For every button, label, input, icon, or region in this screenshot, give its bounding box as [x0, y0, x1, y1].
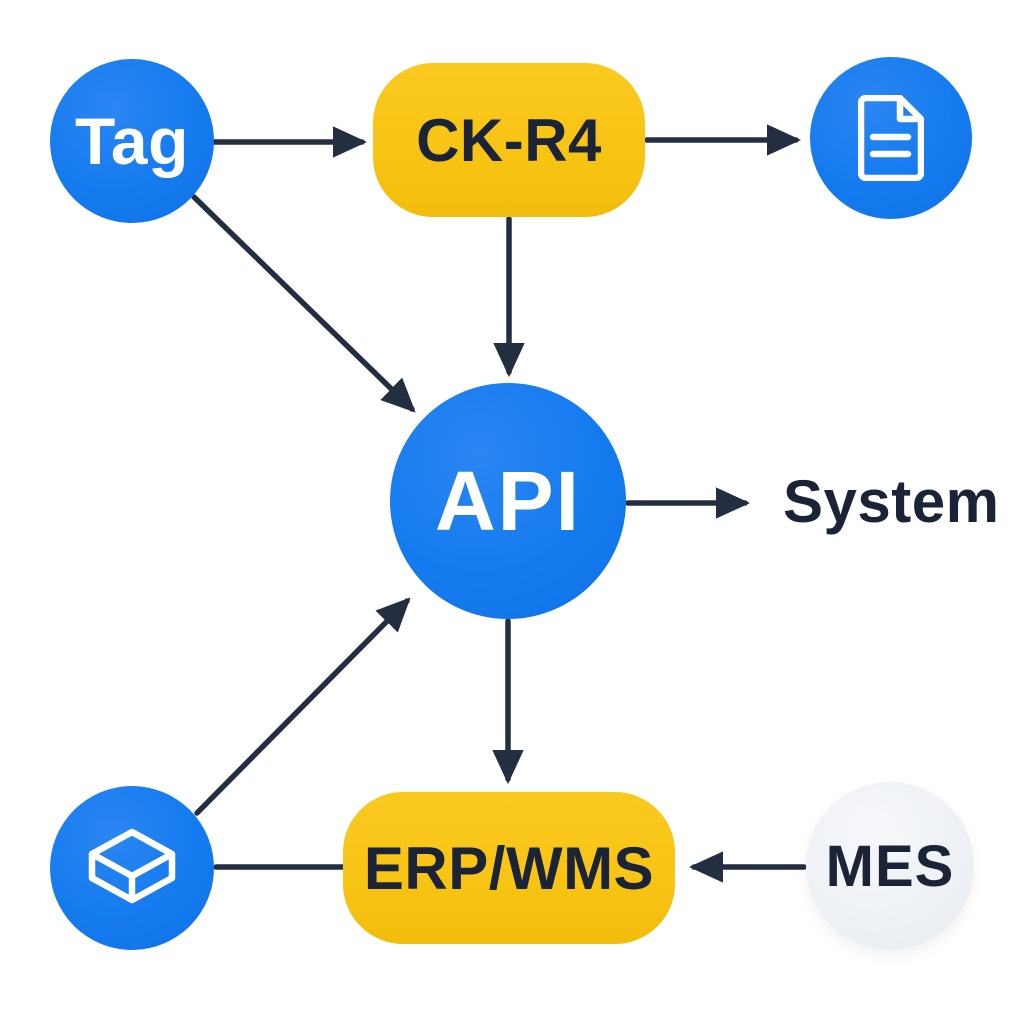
- arrow-tag-to-api: [191, 194, 416, 413]
- tag-label: Tag: [75, 104, 189, 178]
- ck-r4-label: CK-R4: [416, 106, 602, 174]
- arrow-package-to-api: [194, 597, 411, 816]
- api-label: API: [434, 453, 582, 548]
- package-icon: [88, 828, 176, 904]
- node-mes: MES: [806, 782, 974, 950]
- node-ck-r4: CK-R4: [373, 63, 645, 217]
- mes-label: MES: [825, 833, 955, 899]
- node-erp-wms: ERP/WMS: [343, 792, 675, 944]
- erp-wms-label: ERP/WMS: [363, 834, 655, 902]
- node-document: [810, 57, 972, 219]
- system-label: System: [783, 468, 1000, 535]
- document-icon: [858, 95, 924, 181]
- node-tag: Tag: [50, 59, 214, 223]
- node-package: [50, 786, 214, 950]
- node-api: API: [390, 383, 626, 619]
